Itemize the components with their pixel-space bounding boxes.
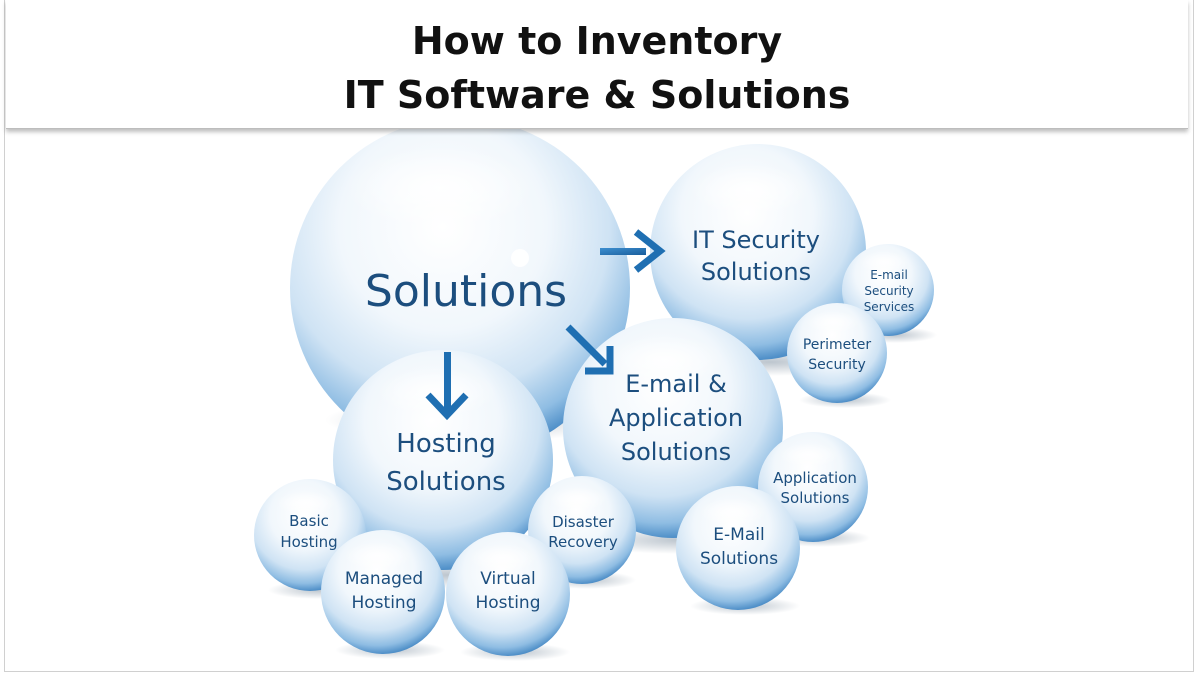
arrow-down-right-icon (565, 324, 614, 375)
bubble-label: Solutions (781, 489, 850, 507)
bubble-managed-hosting: Managed Hosting (321, 530, 445, 659)
bubble-label: E-mail (870, 268, 908, 282)
bubble-label: Perimeter (803, 337, 872, 353)
bubble-label: Application (773, 469, 857, 487)
bubble-label: Recovery (548, 533, 618, 551)
bubble-label: E-mail & (625, 370, 727, 398)
bubble-perimeter-security: Perimeter Security (787, 303, 891, 408)
page-title-line-1: How to Inventory (411, 19, 783, 63)
title-banner: How to Inventory IT Software & Solutions (6, 0, 1188, 129)
bubble-label: Security (808, 357, 866, 373)
bubble-label: Application (609, 404, 743, 432)
bubble-label: Virtual (480, 569, 536, 589)
bubble-label: Disaster (552, 513, 615, 531)
bubble-label: Solutions (701, 258, 811, 286)
bubble-label: E-Mail (713, 525, 764, 545)
page-title-line-2: IT Software & Solutions (343, 73, 851, 117)
slide-frame (4, 0, 1194, 672)
bubble-label: Services (864, 300, 915, 314)
bubble-label: Solutions (365, 266, 567, 317)
bubble-label: Managed (345, 569, 423, 589)
bubble-label: Solutions (386, 467, 505, 497)
bubble-label: Solutions (700, 549, 778, 569)
bubble-label: Hosting (476, 593, 541, 613)
arrow-right-icon (600, 229, 666, 273)
bubble-label: Hosting (280, 533, 337, 551)
bubble-label: Basic (289, 512, 329, 530)
bubble-label: Security (864, 284, 913, 298)
bubble-label: Hosting (352, 593, 417, 613)
bubble-label: Hosting (396, 429, 495, 459)
bubble-email-solutions: E-Mail Solutions (676, 486, 800, 615)
arrow-down-icon (425, 352, 469, 421)
bubble-label: IT Security (692, 226, 820, 254)
bubble-virtual-hosting: Virtual Hosting (446, 532, 570, 661)
bubble-label: Solutions (621, 438, 731, 466)
